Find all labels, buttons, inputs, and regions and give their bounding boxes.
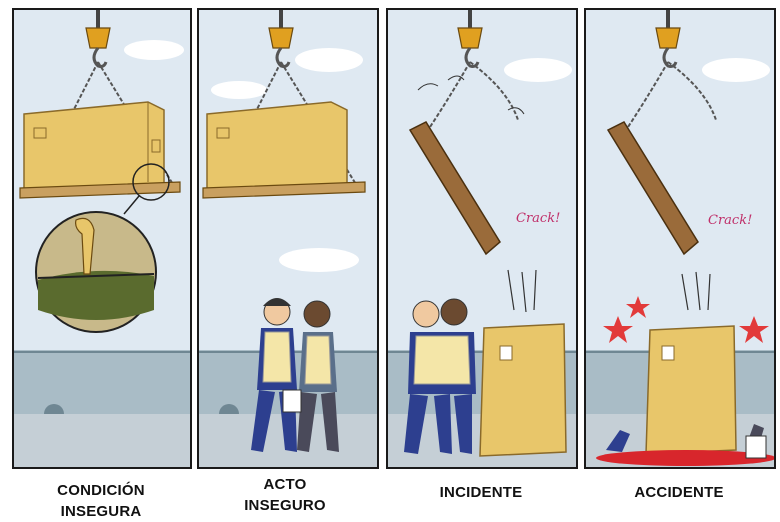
accident-illustration: Crack! <box>586 10 774 467</box>
caption-incident: INCIDENTE <box>439 484 523 501</box>
caption-unsafe-condition: CONDICIÓN INSEGURA <box>57 482 145 520</box>
crack-sound-text: Crack! <box>708 213 752 228</box>
unsafe-act-illustration <box>199 10 377 467</box>
caption-unsafe-act: ACTO INSEGURO <box>244 476 326 514</box>
incident-illustration: Crack! <box>388 10 576 467</box>
comic-panel-incident: Crack! <box>386 8 578 469</box>
crack-sound-text: Crack! <box>516 211 560 226</box>
comic-panel-accident: Crack! <box>584 8 776 469</box>
comic-panel-unsafe-act <box>197 8 379 469</box>
unsafe-condition-illustration <box>14 10 190 467</box>
caption-accident: ACCIDENTE <box>634 484 724 501</box>
comic-panel-unsafe-condition <box>12 8 192 469</box>
